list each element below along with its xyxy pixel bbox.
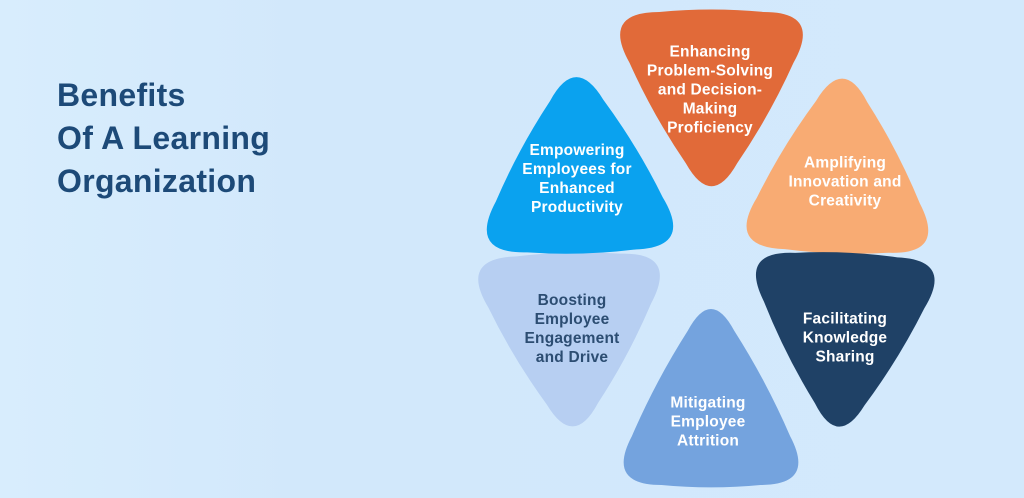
petal-empowering-shape: [486, 77, 674, 254]
petal-boosting-shape: [478, 252, 660, 427]
petal-mitigating-shape: [623, 308, 799, 488]
petal-enhancing-shape: [620, 9, 803, 187]
petal-facilitating-shape: [755, 252, 935, 427]
petal-amplifying-shape: [746, 78, 929, 254]
page-title: Benefits Of A Learning Organization: [57, 77, 271, 199]
